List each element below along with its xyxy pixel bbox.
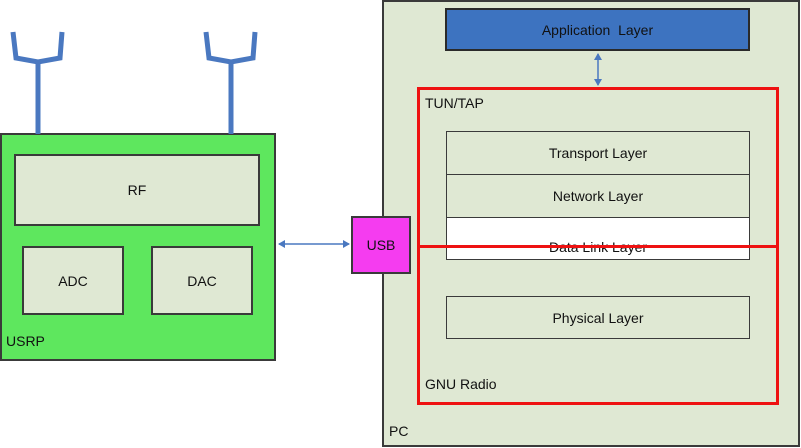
usb-block: USB: [351, 216, 411, 274]
application-layer-label: Application Layer: [541, 21, 654, 38]
pc-label: PC: [389, 423, 409, 439]
usb-label: USB: [366, 237, 396, 253]
physical-layer-label: Physical Layer: [552, 309, 644, 326]
gnuradio-label: GNU Radio: [425, 376, 497, 392]
application-layer-block: Application Layer: [445, 8, 750, 51]
dac-block: DAC: [151, 246, 253, 315]
rf-label: RF: [127, 182, 147, 198]
tuntap-label: TUN/TAP: [425, 95, 484, 111]
network-layer-block: Network Layer: [446, 174, 750, 218]
antenna-icon: [203, 31, 258, 134]
usrp-label: USRP: [6, 333, 45, 349]
adc-block: ADC: [22, 246, 124, 315]
antenna-icon: [10, 31, 65, 134]
physical-layer-block: Physical Layer: [446, 296, 750, 339]
rf-block: RF: [14, 154, 260, 226]
dac-label: DAC: [187, 272, 217, 289]
transport-layer-block: Transport Layer: [446, 131, 750, 175]
adc-label: ADC: [58, 272, 88, 289]
gnuradio-group: [417, 245, 779, 405]
network-layer-label: Network Layer: [552, 188, 644, 204]
transport-layer-label: Transport Layer: [548, 145, 648, 161]
data-link-layer-block: Data Link Layer: [446, 217, 750, 260]
